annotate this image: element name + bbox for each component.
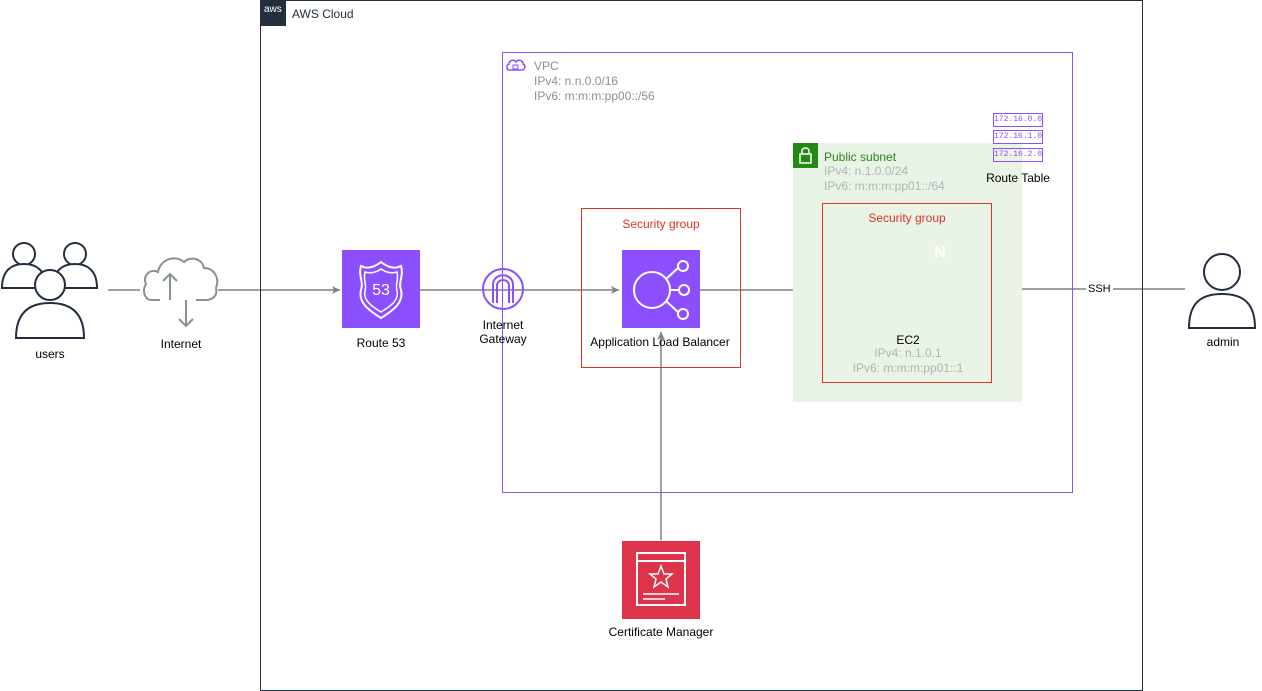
internet-gateway-label: Internet Gateway — [463, 318, 543, 346]
vpc-label: VPC IPv4: n.n.0.0/16 IPv6: m:m:m:pp00::/… — [534, 59, 655, 104]
route-table-row: 172.16.0.0 — [993, 113, 1043, 127]
ec2-details: IPv4: n.1.0.1 IPv6: m:m:m:pp01::1 — [838, 346, 978, 376]
security-group-label: Security group — [622, 217, 700, 231]
vpc-title: VPC — [534, 59, 559, 73]
security-group-label: Security group — [868, 211, 946, 225]
vpc-ipv4: IPv4: n.n.0.0/16 — [534, 74, 619, 88]
ssh-edge-label: SSH — [1086, 283, 1113, 295]
route53-label: Route 53 — [356, 336, 406, 350]
security-group-ec2: Security group — [822, 203, 992, 383]
igw-line1: Internet — [482, 318, 524, 332]
vpc-ipv6: IPv6: m:m:m:pp00::/56 — [534, 89, 655, 103]
ec2-ipv6: IPv6: m:m:m:pp01::1 — [852, 361, 964, 375]
subnet-ipv4: IPv4: n.1.0.0/24 — [824, 164, 909, 178]
internet-gateway-icon — [482, 268, 524, 310]
route-table-label: Route Table — [986, 171, 1050, 185]
ec2-label: EC2 — [896, 333, 920, 347]
acm-label: Certificate Manager — [608, 625, 714, 639]
public-subnet-label: Public subnet — [824, 150, 897, 164]
internet-label: Internet — [160, 337, 202, 351]
lock-icon — [793, 143, 818, 168]
public-subnet-group — [793, 143, 1022, 402]
cloud-upload-download-icon — [143, 257, 219, 328]
nginx-letter: N — [934, 244, 946, 261]
aws-logo-icon: aws — [261, 1, 286, 26]
route53-shield-icon — [342, 250, 420, 328]
users-icon — [0, 242, 99, 339]
aws-cloud-label: AWS Cloud — [292, 7, 354, 21]
ec2-ipv4: IPv4: n.1.0.1 — [874, 346, 942, 360]
route-table-row: 172.16.2.0 — [993, 148, 1043, 162]
security-group-alb: Security group — [581, 208, 741, 368]
admin-user-icon — [1187, 253, 1257, 329]
route53-badge: 53 — [372, 282, 390, 299]
aws-logo-text: aws — [264, 4, 282, 15]
route-table-row: 172.16.1.0 — [993, 130, 1043, 144]
alb-label: Application Load Balancer — [590, 335, 730, 349]
certificate-icon — [622, 541, 700, 619]
load-balancer-icon — [622, 250, 700, 328]
vpc-group — [502, 52, 1073, 493]
subnet-ipv6: IPv6: m:m:m:pp01::/64 — [824, 179, 945, 193]
public-subnet-details: IPv4: n.1.0.0/24 IPv6: m:m:m:pp01::/64 — [824, 164, 945, 194]
users-label: users — [35, 347, 65, 361]
igw-line2: Gateway — [479, 332, 527, 346]
admin-label: admin — [1206, 335, 1240, 349]
vpc-cloud-icon — [503, 53, 528, 78]
